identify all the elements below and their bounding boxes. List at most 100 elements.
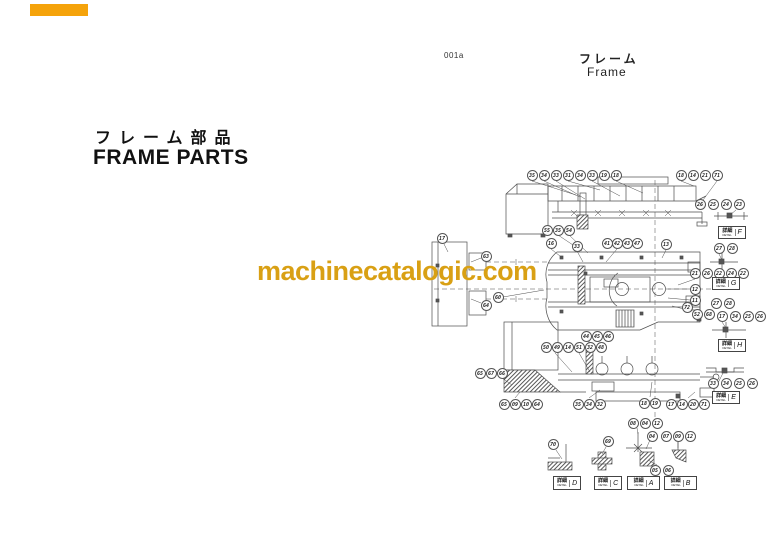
part-callout: 33 (586, 169, 598, 181)
part-callout: 64 (480, 299, 492, 311)
part-callout: 26 (694, 198, 706, 210)
part-callout: 20 (687, 398, 699, 410)
part-callout: 67 (485, 367, 497, 379)
part-callout: 70 (547, 438, 559, 450)
lower-assembly (503, 321, 720, 402)
part-callout: 16 (545, 237, 557, 249)
part-callout: 04 (639, 417, 651, 429)
part-callout: 06 (662, 464, 674, 476)
part-callout: 13 (660, 238, 672, 250)
part-callout: 28 (726, 242, 738, 254)
part-callout: 66 (496, 367, 508, 379)
part-callout: 35 (526, 169, 538, 181)
part-callout: 60 (492, 291, 504, 303)
part-callout: 05 (649, 464, 661, 476)
part-callout: 12 (684, 430, 696, 442)
leader-lines (443, 180, 737, 466)
page-code: 001a (444, 51, 464, 60)
part-callout: 14 (676, 398, 688, 410)
header-title-jp: フレーム (579, 52, 639, 66)
part-callout: 49 (551, 341, 563, 353)
part-callout: 21 (699, 169, 711, 181)
section-title-jp: フレーム部品 (95, 130, 239, 147)
part-callout: 18 (638, 397, 650, 409)
part-callout: 27 (710, 297, 722, 309)
part-callout: 09 (672, 430, 684, 442)
part-callout: 63 (480, 250, 492, 262)
watermark: machinecatalogic.com (257, 256, 537, 286)
part-callout: 23 (733, 198, 745, 210)
part-callout: 17 (716, 310, 728, 322)
part-callout: 17 (436, 232, 448, 244)
part-callout: 69 (602, 435, 614, 447)
part-callout: 25 (707, 198, 719, 210)
part-callout: 11 (689, 294, 701, 306)
part-callout: 71 (698, 398, 710, 410)
part-callout: 48 (595, 341, 607, 353)
part-callout: 25 (733, 377, 745, 389)
part-callout: 50 (540, 341, 552, 353)
part-callout: 33 (571, 240, 583, 252)
part-callout: 10 (520, 398, 532, 410)
part-callout: 33 (550, 169, 562, 181)
part-callout: 18 (675, 169, 687, 181)
part-callout: 65 (474, 367, 486, 379)
part-callout: 51 (573, 341, 585, 353)
part-callout: 32 (594, 398, 606, 410)
part-callout: 26 (746, 377, 758, 389)
part-callout: 26 (754, 310, 766, 322)
part-callout: 22 (737, 267, 749, 279)
part-callout: 27 (713, 242, 725, 254)
brand-bar (30, 4, 88, 16)
part-callout: 43 (621, 237, 633, 249)
part-callout: 35 (552, 224, 564, 236)
part-callout: 52 (691, 308, 703, 320)
part-callout: 19 (649, 397, 661, 409)
part-callout: 42 (611, 237, 623, 249)
part-callout: 14 (687, 169, 699, 181)
part-callout: 72 (681, 301, 693, 313)
part-callout: 55 (541, 224, 553, 236)
part-callout: 21 (689, 267, 701, 279)
part-callout: 09 (509, 398, 521, 410)
part-callout: 17 (665, 398, 677, 410)
part-callout: 31 (562, 169, 574, 181)
part-callout: 12 (651, 417, 663, 429)
part-callout: 41 (601, 237, 613, 249)
part-callout: 28 (723, 297, 735, 309)
part-callout: 12 (689, 283, 701, 295)
part-callout: 19 (598, 169, 610, 181)
part-callout: 07 (660, 430, 672, 442)
part-callout: 46 (602, 330, 614, 342)
part-callout: 35 (572, 398, 584, 410)
top-assembly (505, 176, 708, 238)
part-callout: 32 (584, 341, 596, 353)
part-callout: 34 (720, 377, 732, 389)
part-callout: 64 (531, 398, 543, 410)
part-callout: 24 (720, 198, 732, 210)
section-title-en: FRAME PARTS (93, 146, 249, 169)
part-callout: 04 (646, 430, 658, 442)
part-callout: 25 (742, 310, 754, 322)
detail-views (547, 432, 687, 471)
part-callout: 71 (711, 169, 723, 181)
part-callout: 26 (701, 267, 713, 279)
part-callout: 54 (563, 224, 575, 236)
part-callout: 14 (562, 341, 574, 353)
part-callout: 08 (627, 417, 639, 429)
part-callout: 34 (538, 169, 550, 181)
part-callout: 18 (610, 169, 622, 181)
part-callout: 34 (583, 398, 595, 410)
part-callout: 33 (707, 377, 719, 389)
